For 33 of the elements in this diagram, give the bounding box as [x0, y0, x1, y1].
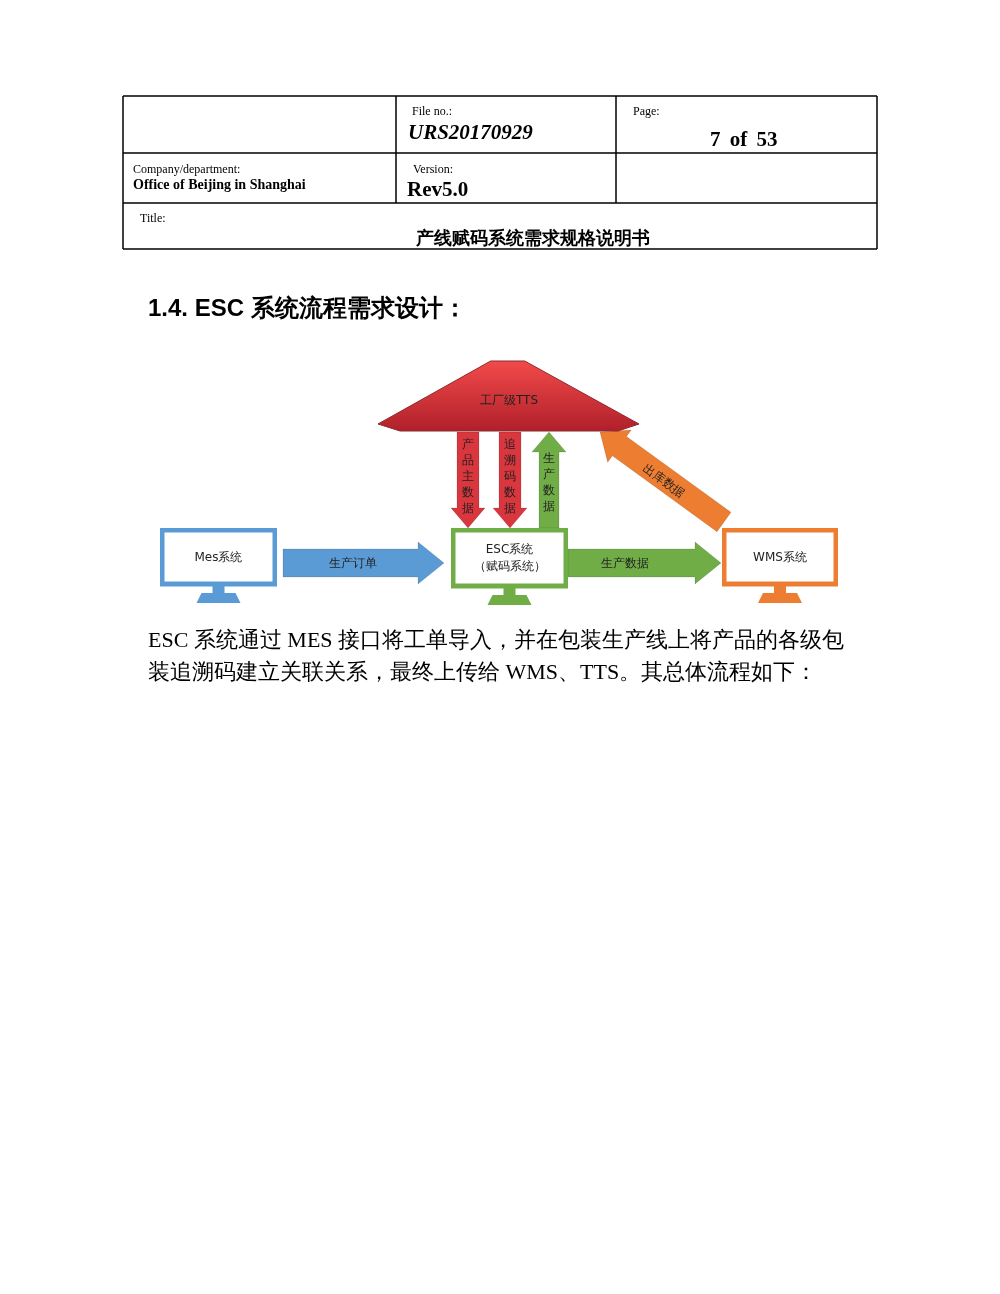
node-label: （赋码系统）: [473, 558, 546, 575]
arrow: [282, 541, 445, 585]
monitor-box: [160, 528, 277, 603]
edge-label: 追溯码数据: [503, 436, 517, 516]
node-label: 工厂级TTS: [478, 391, 540, 409]
arrow: [450, 431, 486, 529]
node-label: ESC系统: [484, 541, 535, 558]
version-number: Rev5.0: [407, 177, 469, 202]
arrow: [531, 431, 567, 529]
roof-shape: [378, 360, 640, 432]
monitor-box: [451, 528, 568, 605]
body-paragraph: ESC 系统通过 MES 接口将工单导入，并在包装生产线上将产品的各级包装追溯码建立关联关系，最终上传给 WMS、TTS。其总体流程如下：: [148, 626, 846, 686]
edge-label: 出库数据: [639, 460, 689, 503]
edge-label: 生产数据: [542, 450, 556, 514]
monitor-box: [722, 528, 838, 603]
department-name: Office of Beijing in Shanghai: [133, 177, 306, 193]
node-label: Mes系统: [193, 548, 244, 566]
field-label: File no.:: [412, 104, 452, 119]
arrow: [599, 429, 732, 533]
file-number: URS20170929: [408, 120, 533, 145]
arrow: [492, 431, 528, 529]
edge-label: 生产订单: [327, 555, 378, 571]
edge-label: 产品主数据: [461, 436, 475, 516]
section-heading: 1.4. ESC 系统流程需求设计：: [148, 293, 467, 323]
field-label: Page:: [633, 104, 660, 119]
arrow: [567, 541, 722, 585]
edge-label: 生产数据: [599, 555, 650, 571]
node-label: WMS系统: [752, 548, 808, 566]
field-label: Version:: [413, 162, 453, 177]
document-title: 产线赋码系统需求规格说明书: [415, 227, 651, 250]
field-label: Title:: [140, 211, 166, 226]
field-label: Company/department:: [133, 162, 241, 177]
page-number: 7 of 53: [710, 127, 778, 152]
